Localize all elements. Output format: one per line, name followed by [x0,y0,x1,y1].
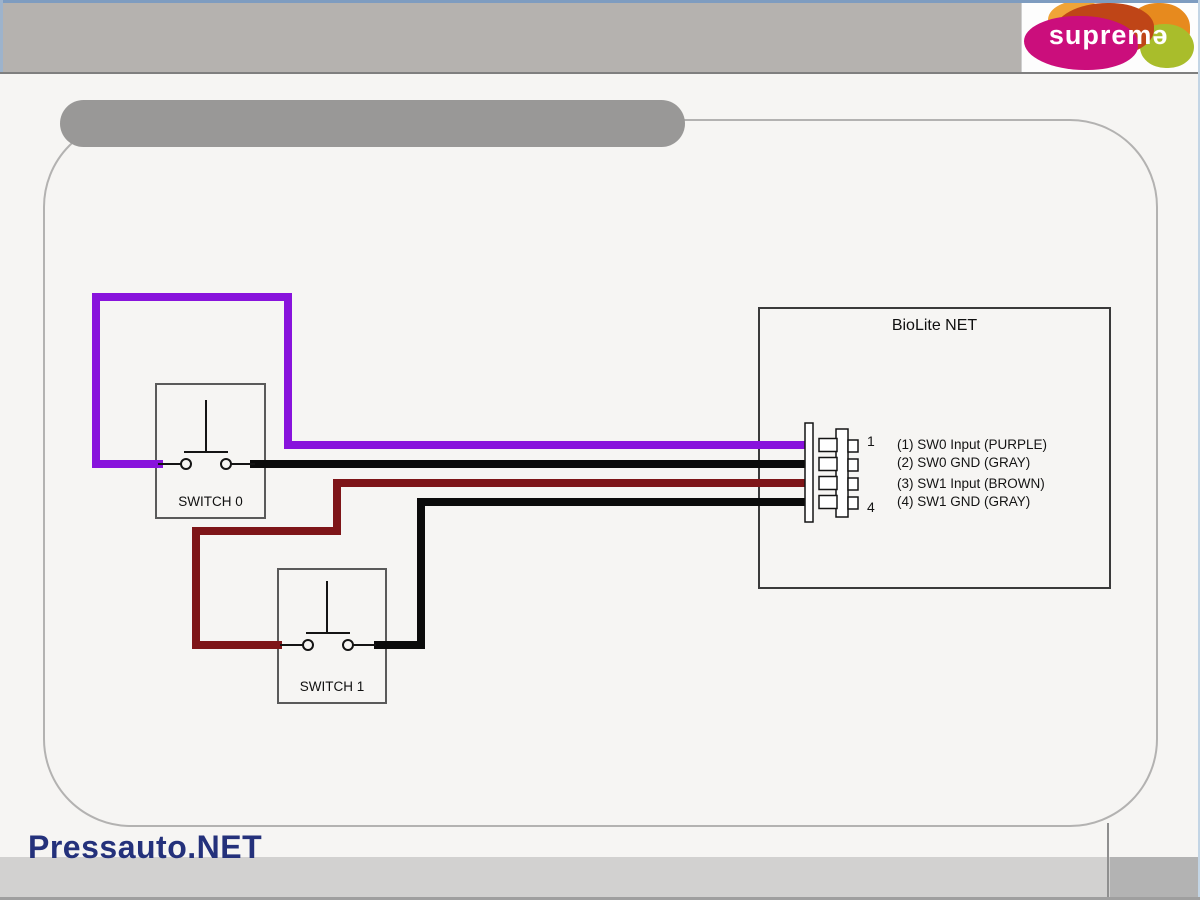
bottom-strip-right [1110,857,1200,900]
switch0-label: SWITCH 0 [178,494,243,509]
wire-purple-to-connector [284,441,807,449]
wire-brown-horizontal-mid [192,527,341,535]
screen-right-edge [1198,0,1200,900]
switch1-lead-left [280,644,304,646]
wire-black-sw0-gnd [250,460,807,468]
switch0-lead-right [231,463,255,465]
switch0-lead-left [158,463,182,465]
wire-brown-vertical-2 [192,527,200,649]
connector-pin-number-top: 1 [867,433,875,449]
pin-label-sw1-input: (3) SW1 Input (BROWN) [897,476,1045,491]
connector-4pin [804,422,859,523]
wire-black-sw1-vertical [417,498,425,649]
switch1-box: SWITCH 1 [277,568,387,704]
bottom-strip-left [0,857,1110,900]
title-placeholder-pill [60,100,685,147]
pin-label-sw1-gnd: (4) SW1 GND (GRAY) [897,494,1031,509]
switch0-terminal-right [220,458,232,470]
switch1-label: SWITCH 1 [299,679,365,694]
switch1-terminal-left [302,639,314,651]
switch1-actuator-line [326,581,328,633]
logo-wordmark: supremə [1048,20,1169,50]
watermark-pressauto: Pressauto.NET [28,829,263,865]
switch0-contact-bar [184,451,228,453]
switch1-lead-right [352,644,376,646]
screen-left-edge [0,0,3,72]
switch0-actuator-line [205,400,207,452]
pin-label-sw0-gnd: (2) SW0 GND (GRAY) [897,455,1031,470]
switch0-box: SWITCH 0 [155,383,266,519]
wire-purple-to-switch0 [92,460,163,468]
pin-label-sw0-input: (1) SW0 Input (PURPLE) [897,437,1048,452]
wire-brown-to-switch1 [192,641,282,649]
logo-blob-magenta [1024,16,1138,70]
wire-black-sw1-horizontal-low [374,641,425,649]
wire-purple-top-horizontal [92,293,292,301]
suprema-logo: supremə [1021,0,1200,72]
device-title: BioLite NET [891,317,978,334]
top-header-bar: supremə [0,0,1200,74]
switch1-contact-bar [306,632,350,634]
bottom-strip-divider-line [1107,823,1109,900]
wire-black-sw1-gnd [417,498,807,506]
connector-pin-number-bottom: 4 [867,499,875,515]
screen-bottom-edge [0,897,1200,900]
switch1-terminal-right [342,639,354,651]
wire-purple-left-vertical [92,293,100,468]
switch0-terminal-left [180,458,192,470]
wire-brown-to-connector [333,479,807,487]
screen-top-edge [0,0,1200,3]
wire-brown-vertical-1 [333,479,341,535]
wire-purple-mid-vertical [284,293,292,449]
